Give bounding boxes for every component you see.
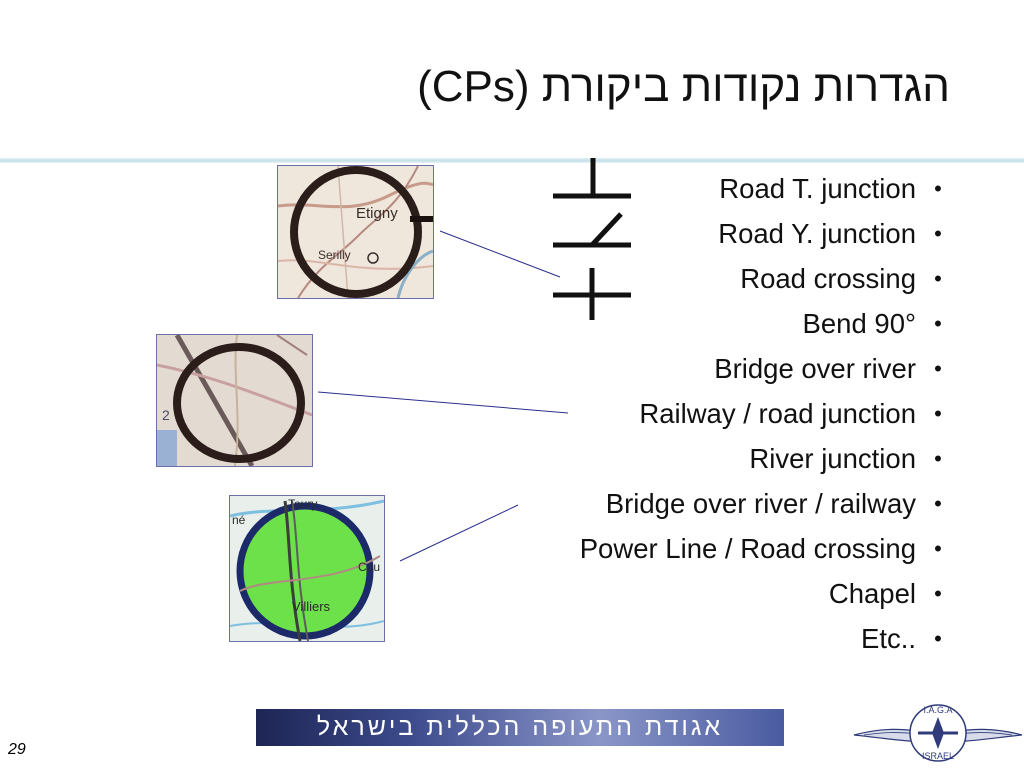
map-railway-graphic: 2 bbox=[157, 335, 312, 466]
list-item: River junction • bbox=[430, 436, 960, 481]
map-label-toury: Toury bbox=[288, 497, 317, 511]
map-thumbnail-villiers: Toury Villiers Cou né bbox=[229, 495, 385, 642]
bullet-dot: • bbox=[934, 311, 942, 336]
page-number: 29 bbox=[8, 741, 26, 758]
list-item: Road crossing • bbox=[430, 256, 960, 301]
list-item: Bridge over river / railway • bbox=[430, 481, 960, 526]
bullet-dot: • bbox=[934, 446, 942, 471]
list-item-text: River junction bbox=[749, 443, 916, 474]
list-item: Bridge over river • bbox=[430, 346, 960, 391]
map-villiers-graphic: Toury Villiers Cou né bbox=[230, 496, 384, 641]
list-item-text: Road T. junction bbox=[719, 173, 916, 204]
connector-line-1 bbox=[439, 230, 561, 278]
map-etigny-graphic: Etigny Serilly bbox=[278, 166, 433, 298]
list-item-text: Etc.. bbox=[860, 623, 916, 654]
map2-figure-2: 2 bbox=[162, 407, 170, 423]
map-label-cou: Cou bbox=[358, 560, 380, 574]
title-divider bbox=[0, 158, 1024, 163]
bullet-dot: • bbox=[934, 581, 942, 606]
list-item-text: Road crossing bbox=[740, 263, 916, 294]
list-item-text: Bridge over river / railway bbox=[605, 488, 916, 519]
map-label-villiers: Villiers bbox=[292, 599, 331, 614]
map-thumbnail-railway: 2 bbox=[156, 334, 313, 467]
logo-top-text: I.A.G.A bbox=[923, 705, 952, 715]
connector-line-3 bbox=[399, 504, 519, 562]
checkpoint-list: Road T. junction • Road Y. junction • Road… bbox=[430, 166, 960, 661]
bullet-dot: • bbox=[934, 491, 942, 516]
list-item: Etc.. • bbox=[430, 616, 960, 661]
iaga-logo-icon: I.A.G.A ISRAEL bbox=[853, 704, 1023, 762]
y-junction-symbol bbox=[553, 212, 631, 248]
list-item: Railway / road junction • bbox=[430, 391, 960, 436]
organization-banner: אגודת התעופה הכללית בישראל bbox=[256, 709, 784, 746]
bullet-dot: • bbox=[934, 221, 942, 246]
bullet-dot: • bbox=[934, 626, 942, 651]
bullet-dot: • bbox=[934, 266, 942, 291]
bullet-dot: • bbox=[934, 536, 942, 561]
list-item: Road Y. junction • bbox=[430, 211, 960, 256]
list-item: Power Line / Road crossing • bbox=[430, 526, 960, 571]
list-item: Road T. junction • bbox=[430, 166, 960, 211]
list-item-text: Railway / road junction bbox=[639, 398, 916, 429]
bullet-dot: • bbox=[934, 356, 942, 381]
t-junction-symbol bbox=[553, 158, 631, 199]
list-item-text: Bridge over river bbox=[714, 353, 916, 384]
map-label-serilly: Serilly bbox=[318, 248, 351, 262]
slide-title: הגדרות נקודות ביקורת (CPs) bbox=[417, 62, 950, 111]
bullet-dot: • bbox=[934, 176, 942, 201]
map-label-ne: né bbox=[232, 513, 246, 527]
list-item: Bend 90° • bbox=[430, 301, 960, 346]
map-label-etigny: Etigny bbox=[356, 205, 398, 222]
junction-symbols bbox=[553, 158, 631, 320]
list-item-text: Power Line / Road crossing bbox=[579, 533, 916, 564]
connector-line-2 bbox=[317, 391, 569, 414]
logo-bottom-text: ISRAEL bbox=[922, 751, 954, 761]
crossing-symbol bbox=[553, 268, 631, 320]
bullet-dot: • bbox=[934, 401, 942, 426]
list-item-text: Chapel bbox=[828, 578, 916, 609]
list-item-text: Bend 90° bbox=[802, 308, 916, 339]
map-thumbnail-etigny: Etigny Serilly bbox=[277, 165, 434, 299]
list-item: Chapel • bbox=[430, 571, 960, 616]
list-item-text: Road Y. junction bbox=[718, 218, 916, 249]
